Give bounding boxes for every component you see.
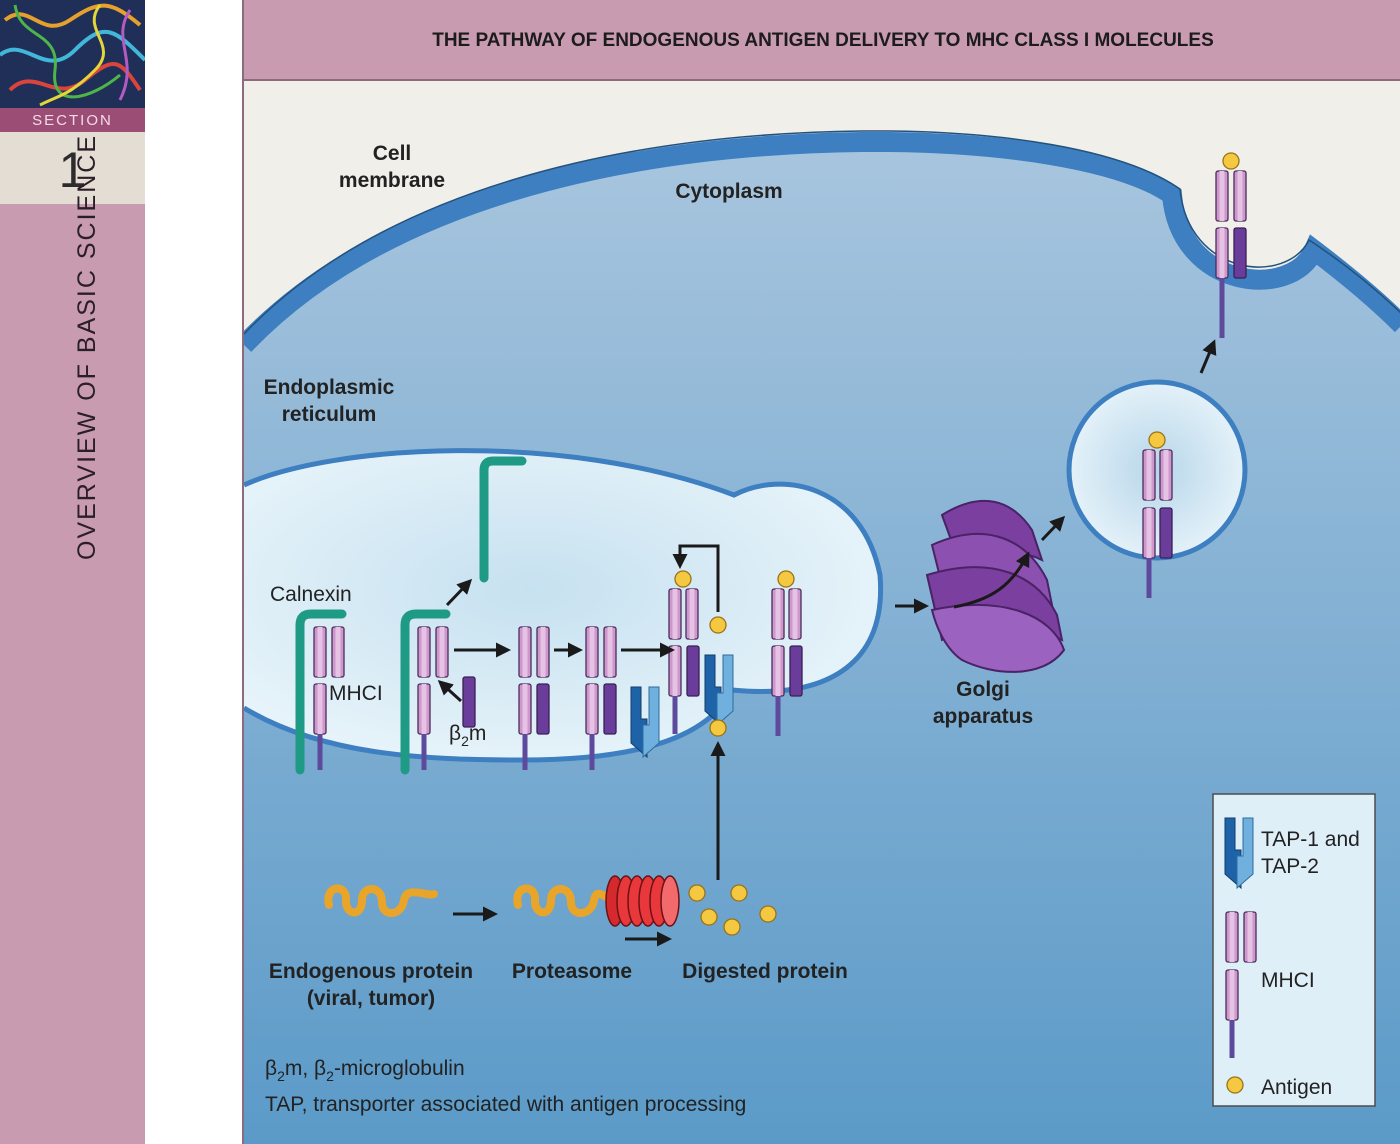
pathway-arrows [437, 339, 1217, 947]
protein-in-proteasome [513, 884, 618, 917]
cell-membrane [244, 131, 1400, 352]
label-cytoplasm: Cytoplasm [675, 180, 782, 203]
label-endogenous-2: (viral, tumor) [307, 987, 435, 1010]
legend-tap-label-1: TAP-1 and [1261, 828, 1360, 851]
antigen-peptide-bottom [709, 719, 727, 737]
label-er-2: reticulum [282, 403, 377, 426]
legend-mhci-label: MHCI [1261, 969, 1315, 992]
calnexin-released [479, 456, 527, 583]
mhci-calnexin-binding-b2m [400, 609, 476, 775]
side-title: OVERVIEW OF BASIC SCIENCE [73, 133, 101, 560]
legend-antigen-label: Antigen [1261, 1076, 1332, 1099]
legend-box [1212, 793, 1376, 1107]
legend-tap-label-2: TAP-2 [1261, 855, 1319, 878]
section-label: SECTION [0, 108, 145, 132]
digested-protein-peptides [688, 884, 777, 936]
figure: Cell membrane Cytoplasm Endoplasmic reti… [242, 0, 1400, 1144]
label-proteasome: Proteasome [512, 960, 632, 983]
transport-vesicle [1066, 379, 1248, 561]
label-cell-membrane-1: Cell [373, 142, 412, 165]
protein-ribbon-icon [0, 0, 145, 108]
label-endogenous-1: Endogenous protein [269, 960, 473, 983]
footnote-tap: TAP, transporter associated with antigen… [265, 1093, 746, 1116]
endogenous-protein [324, 884, 438, 917]
cell-membrane-edge [244, 130, 1400, 335]
mhci-surface-complex [1215, 152, 1247, 338]
label-golgi-2: apparatus [933, 705, 1033, 728]
figure-title: THE PATHWAY OF ENDOGENOUS ANTIGEN DELIVE… [244, 0, 1400, 81]
label-golgi-1: Golgi [956, 678, 1010, 701]
sidebar: SECTION 1 OVERVIEW OF BASIC SCIENCE [0, 0, 145, 1144]
legend-antigen-icon [1226, 1076, 1244, 1094]
calnexin-mhci-complex [295, 609, 347, 775]
mhci-peptide-loading [668, 570, 700, 734]
mhci-loaded-complex [771, 570, 803, 736]
mhci-b2m-complex-2 [585, 626, 617, 770]
label-digested: Digested protein [682, 960, 848, 983]
footnote-b2m: β2m, β2-microglobulin [265, 1057, 465, 1084]
label-b2m: β2m [449, 722, 486, 749]
mhci-vesicle-complex [1142, 431, 1173, 598]
label-er-1: Endoplasmic [264, 376, 395, 399]
label-cell-membrane-2: membrane [339, 169, 445, 192]
proteasome [605, 875, 680, 927]
antigen-peptide-top [709, 616, 727, 634]
pathway-diagram: Cell membrane Cytoplasm Endoplasmic reti… [244, 81, 1400, 1144]
legend-mhci-icon [1225, 911, 1239, 963]
section-number: 1 [0, 132, 145, 204]
label-calnexin: Calnexin [270, 583, 352, 606]
label-mhci: MHCI [329, 682, 383, 705]
mhci-b2m-complex-1 [518, 626, 550, 770]
